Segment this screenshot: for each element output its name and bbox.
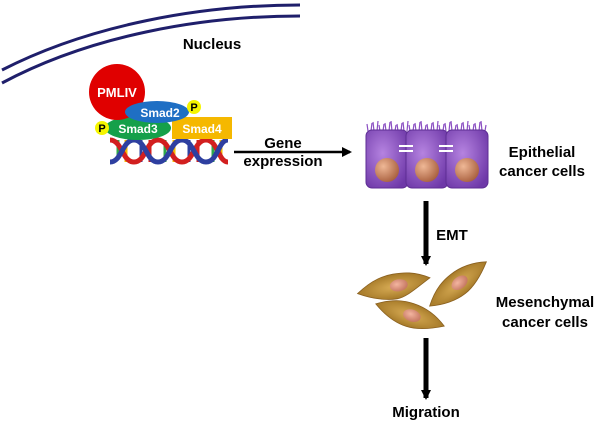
microvillus — [376, 120, 379, 132]
epithelial-cells — [365, 120, 489, 189]
pmliv-label: PMLIV — [97, 85, 137, 100]
microvillus — [420, 120, 423, 132]
mesenchymal-label-2: cancer cells — [502, 314, 588, 331]
epithelial-cell — [445, 129, 489, 189]
mesenchymal-cells — [356, 261, 487, 330]
nucleus-membrane — [1, 3, 301, 85]
phospho-left-circle — [95, 121, 109, 135]
microvillus — [444, 122, 447, 132]
microvillus — [448, 121, 451, 132]
mesenchymal-cell — [429, 261, 487, 307]
gene-label: Gene — [264, 135, 302, 152]
microvilli — [366, 120, 487, 132]
microvillus — [402, 121, 405, 132]
expression-label: expression — [243, 153, 322, 170]
smad2-ellipse — [125, 101, 189, 123]
microvillus — [390, 120, 393, 132]
microvillus — [366, 123, 369, 132]
epithelial-cell — [405, 129, 449, 189]
microvillus — [480, 120, 483, 132]
cell-junctions — [399, 145, 453, 152]
phospho-right-label: P — [190, 102, 197, 114]
microvillus — [450, 120, 453, 132]
epithelial-label-1: Epithelial — [509, 144, 576, 161]
microvillus — [484, 124, 487, 132]
nucleus-label: Nucleus — [183, 36, 241, 53]
mesenchymal-cell — [356, 272, 431, 300]
smad4-box — [172, 117, 232, 139]
migration-label: Migration — [392, 404, 460, 421]
dna-helix — [109, 137, 229, 165]
emt-label: EMT — [436, 227, 468, 244]
smad4-label: Smad4 — [182, 122, 222, 136]
smad-complex: Smad4 Smad3 PMLIV Smad2 P P — [89, 64, 232, 140]
phospho-left-label: P — [98, 123, 105, 135]
microvillus — [436, 120, 439, 132]
mesenchymal-cell — [375, 300, 445, 330]
epithelial-label-2: cancer cells — [499, 163, 585, 180]
microvillus — [406, 120, 409, 132]
microvillus — [466, 120, 469, 132]
smad3-label: Smad3 — [118, 122, 158, 136]
epithelial-cell — [365, 129, 409, 189]
phospho-right-circle — [187, 100, 201, 114]
smad2-label: Smad2 — [140, 106, 180, 120]
mesenchymal-label-1: Mesenchymal — [496, 294, 594, 311]
